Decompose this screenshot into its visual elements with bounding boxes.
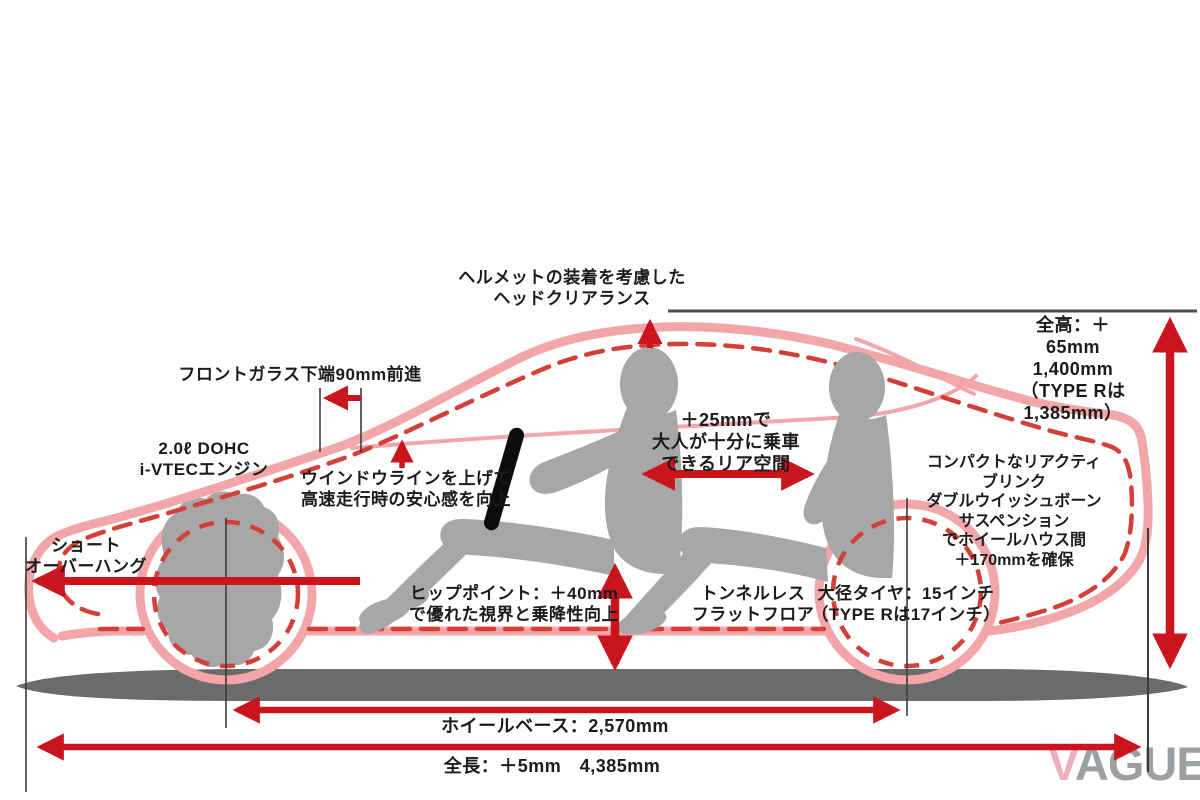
label-overall-height: 全高：＋65mm 1,400mm （TYPE Rは1,385mm）	[1020, 315, 1126, 423]
previous-model-dashed-outline	[56, 341, 1135, 632]
rear-passenger-silhouette	[617, 352, 894, 635]
label-rear-space: ＋25mmで 大人が十分に乗車 できるリア空間	[652, 410, 800, 474]
label-engine: 2.0ℓ DOHC i-VTECエンジン	[139, 439, 269, 479]
label-front-glass: フロントガラス下端90mm前進	[178, 365, 422, 384]
label-flat-floor: トンネルレス フラットフロア	[691, 584, 815, 624]
label-suspension: コンパクトなリアクティブリンク ダブルウイッシュボーンサスペンション でホイール…	[926, 454, 1102, 569]
label-head-clearance: ヘルメットの装着を考慮した ヘッドクリアランス	[458, 268, 686, 308]
label-overall-length: 全長：＋5mm 4,385mm	[443, 756, 661, 776]
label-window-line: ウインドウラインを上げて 高速走行時の安心感を向上	[301, 469, 511, 509]
dimension-arrows	[31, 316, 1188, 761]
steering-wheel	[483, 427, 525, 531]
label-tire: 大径タイヤ：15インチ （TYPE Rは17インチ）	[811, 584, 1001, 624]
label-hip-point: ヒップポイント：＋40mm で優れた視界と乗降性向上	[409, 584, 619, 624]
driver-silhouette	[359, 347, 683, 634]
label-short-overhang: ショート オーバーハング	[25, 536, 147, 576]
label-wheelbase: ホイールベース：2,570mm	[441, 716, 669, 736]
